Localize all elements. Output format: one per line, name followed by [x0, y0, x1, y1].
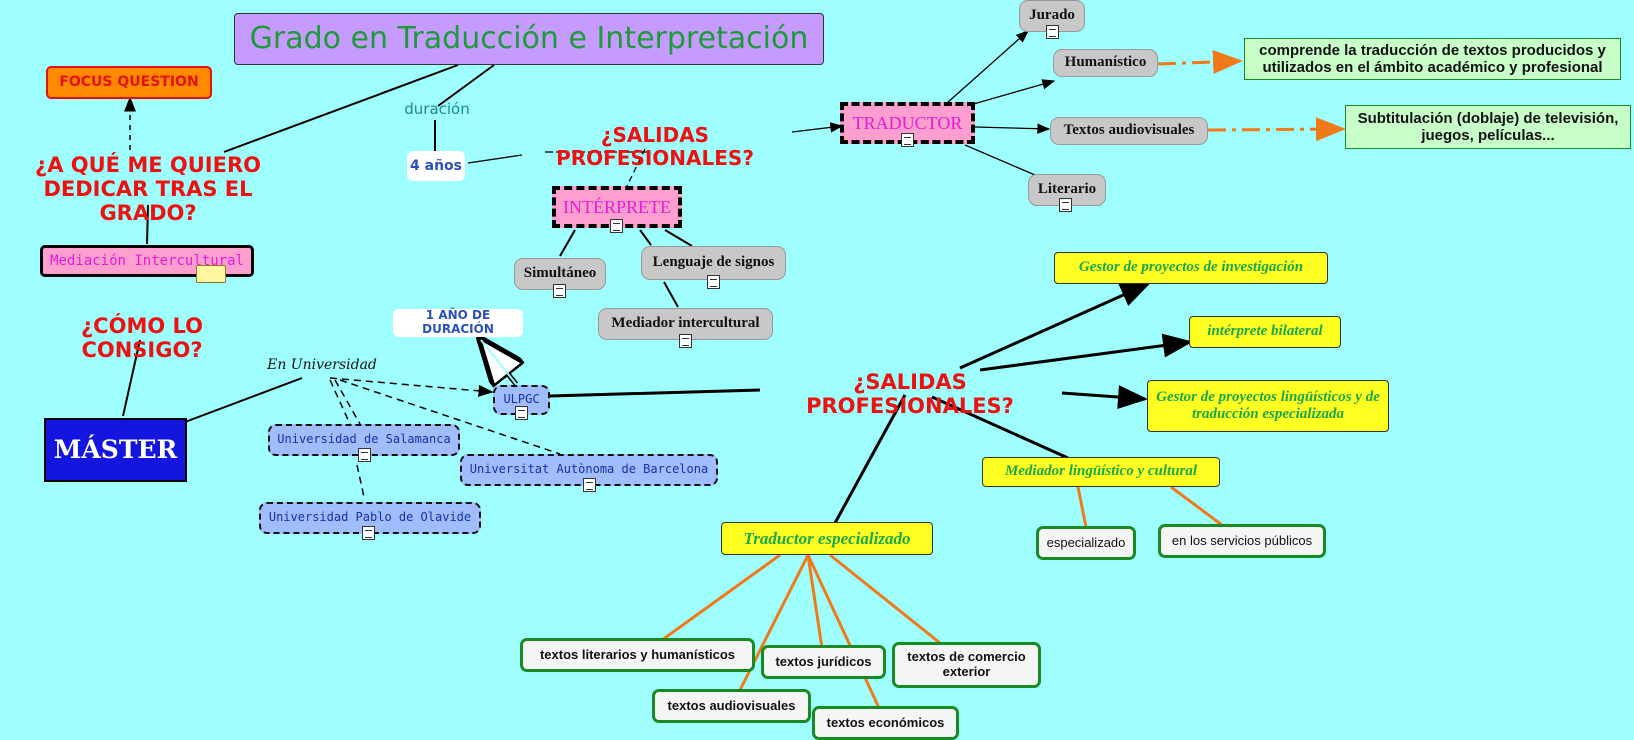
en-universidad-label: En Universidad — [267, 357, 377, 373]
interprete-mediador[interactable]: Mediador intercultural — [598, 308, 773, 340]
outcome-traductor-especializado[interactable]: Traductor especializado — [721, 522, 933, 555]
audiovisual-note: Subtitulación (doblaje) de televisión, j… — [1345, 105, 1631, 149]
university-olavide[interactable]: Universidad Pablo de Olavide — [259, 502, 481, 534]
texto-audiovisuales[interactable]: textos audiovisuales — [652, 689, 811, 723]
anio-duracion[interactable]: 1 AÑO DE DURACIÓN — [393, 308, 523, 337]
traductor-audiovisuales[interactable]: Textos audiovisuales — [1050, 117, 1208, 145]
duracion-value[interactable]: 4 años — [407, 151, 465, 181]
simultaneo-doc-icon[interactable] — [553, 284, 566, 298]
question-salidas-grado: ¿SALIDAS PROFESIONALES? — [556, 123, 754, 170]
outcome-gestor-investigacion[interactable]: Gestor de proyectos de investigación — [1054, 252, 1328, 284]
lenguaje-doc-icon[interactable] — [707, 275, 720, 289]
note-icon[interactable] — [196, 265, 226, 283]
mediador-especializado[interactable]: especializado — [1036, 526, 1136, 560]
mediador-servicios-publicos[interactable]: en los servicios públicos — [1158, 524, 1326, 558]
mediador-doc-icon[interactable] — [679, 334, 692, 348]
outcome-gestor-linguisticos[interactable]: Gestor de proyectos lingüísticos y de tr… — [1147, 380, 1389, 432]
jurado-doc-icon[interactable] — [1046, 25, 1059, 39]
barcelona-doc-icon[interactable] — [583, 478, 596, 492]
interprete-lenguaje-signos[interactable]: Lenguaje de signos — [641, 246, 786, 280]
question-dedicar: ¿A QUÉ ME QUIERO DEDICAR TRAS EL GRADO? — [35, 153, 261, 226]
focus-question[interactable]: FOCUS QUESTION — [46, 66, 212, 99]
olavide-doc-icon[interactable] — [362, 526, 375, 540]
traductor-humanistico[interactable]: Humanístico — [1053, 49, 1158, 77]
interprete-doc-icon[interactable] — [610, 219, 623, 233]
outcome-interprete-bilateral[interactable]: intérprete bilateral — [1189, 316, 1341, 348]
master-node[interactable]: MÁSTER — [44, 418, 187, 482]
literario-doc-icon[interactable] — [1059, 198, 1072, 212]
texto-economicos[interactable]: textos económicos — [812, 706, 959, 740]
university-barcelona[interactable]: Universitat Autònoma de Barcelona — [460, 454, 718, 486]
traductor-doc-icon[interactable] — [901, 133, 914, 147]
ulpgc-doc-icon[interactable] — [515, 406, 528, 420]
question-salidas-master: ¿SALIDAS PROFESIONALES? — [806, 370, 1014, 419]
salamanca-doc-icon[interactable] — [358, 448, 371, 462]
texto-literarios[interactable]: textos literarios y humanísticos — [520, 638, 755, 672]
texto-comercio-exterior[interactable]: textos de comercio exterior — [892, 642, 1041, 688]
question-consigo: ¿CÓMO LO CONSIGO? — [81, 314, 203, 363]
page-title: Grado en Traducción e Interpretación — [234, 13, 824, 65]
texto-juridicos[interactable]: textos jurídicos — [761, 645, 886, 679]
humanistico-note: comprende la traducción de textos produc… — [1244, 38, 1621, 80]
outcome-mediador[interactable]: Mediador lingüístico y cultural — [982, 457, 1220, 487]
duracion-link-label: duración — [404, 100, 470, 118]
